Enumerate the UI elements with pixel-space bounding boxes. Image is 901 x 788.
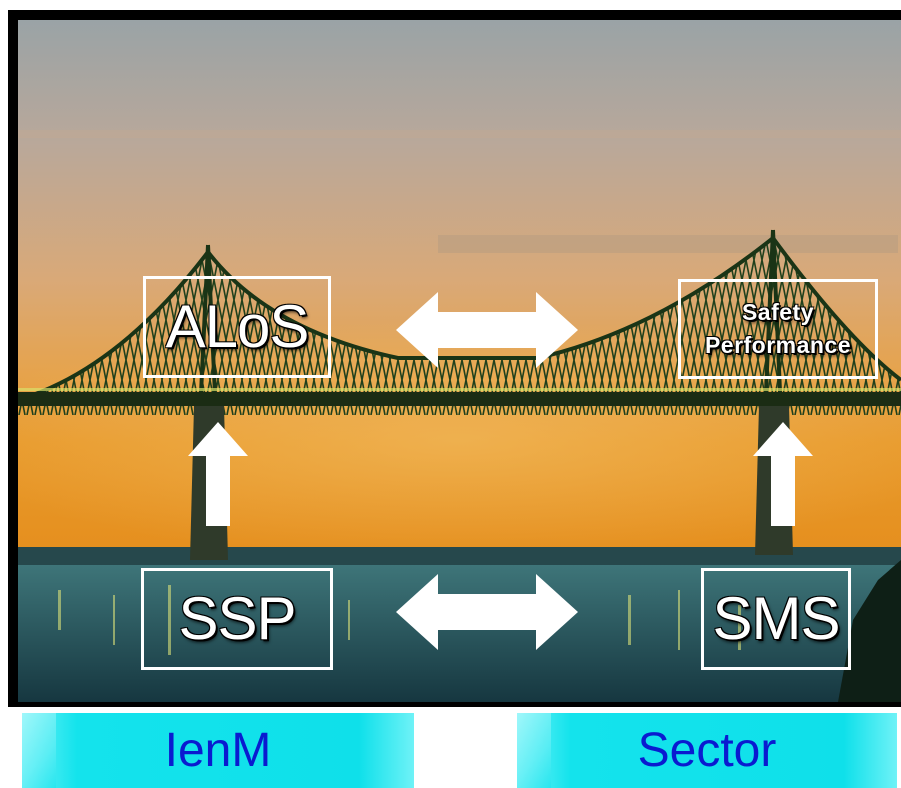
sms-label: SMS bbox=[712, 585, 840, 652]
ssp-label: SSP bbox=[178, 585, 296, 652]
sms-box: SMS bbox=[701, 568, 851, 670]
bridge-scene: ALoS Safety Performance SSP SMS bbox=[18, 20, 901, 702]
photo-frame: ALoS Safety Performance SSP SMS bbox=[8, 10, 901, 707]
ienm-tab: IenM bbox=[22, 713, 414, 788]
ienm-tab-label: IenM bbox=[164, 724, 272, 777]
double-arrow-icon bbox=[396, 292, 578, 368]
up-arrow-icon bbox=[753, 422, 813, 526]
sector-tab-label: Sector bbox=[637, 724, 777, 777]
safety-performance-box: Safety Performance bbox=[678, 279, 878, 379]
safety-performance-line2: Performance bbox=[704, 332, 852, 358]
alos-box: ALoS bbox=[143, 276, 331, 378]
double-arrow-icon bbox=[396, 574, 578, 650]
up-arrow-icon bbox=[188, 422, 248, 526]
ssp-box: SSP bbox=[141, 568, 333, 670]
sector-tab: Sector bbox=[517, 713, 897, 788]
safety-performance-line1: Safety bbox=[741, 298, 815, 325]
alos-label: ALoS bbox=[165, 293, 310, 360]
